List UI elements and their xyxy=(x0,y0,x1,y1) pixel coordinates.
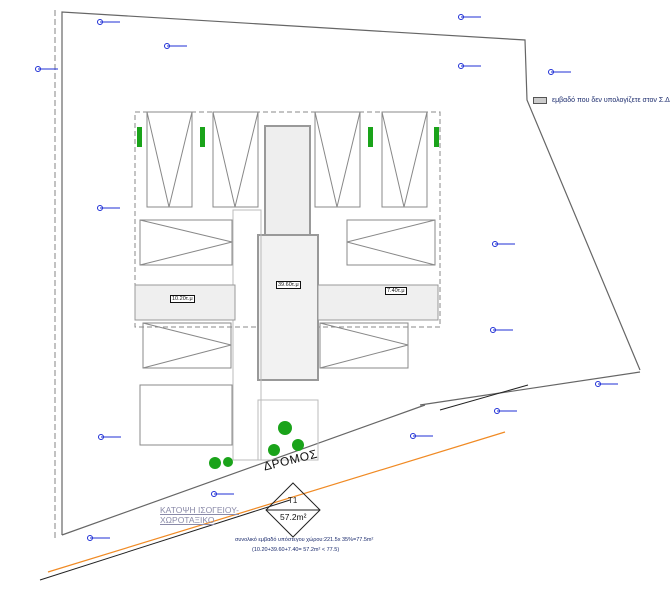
road-boundary-line xyxy=(39,499,291,581)
road-edge-line xyxy=(47,431,506,573)
legend-label: εμβαδό που δεν υπολογίζετε στον Σ.Δ xyxy=(552,97,670,104)
coefficient-id: T1 xyxy=(288,496,298,505)
road-boundary-line xyxy=(439,384,529,411)
planting xyxy=(137,127,439,469)
coefficient-diamond xyxy=(265,482,321,538)
coverage-note: συνολικό εμβαδό υπόστεγου χώρου:221.5x 3… xyxy=(235,537,374,543)
survey-markers xyxy=(35,14,618,541)
site-boundary xyxy=(54,10,641,540)
legend: εμβαδό που δεν υπολογίζετε στον Σ.Δ xyxy=(533,97,670,104)
area-label-left: 10.20τ.μ xyxy=(170,295,195,303)
area-label-center: 39.60τ.μ xyxy=(276,281,301,289)
plan-title-line2: ΧΩΡΟΤΑΞΙΚΟ xyxy=(160,515,215,525)
building xyxy=(134,111,441,461)
area-label-right: 7.40τ.μ xyxy=(385,287,407,295)
coverage-calculation: (10.20+39.60+7.40= 57.2m² < 77.5) xyxy=(252,547,340,553)
legend-swatch-icon xyxy=(533,97,547,104)
plan-title: ΚΑΤΟΨΗ ΙΣΟΓΕΙΟΥ- ΧΩΡΟΤΑΞΙΚΟ xyxy=(160,505,239,525)
parking-spaces xyxy=(139,111,436,446)
coefficient-value: 57.2m² xyxy=(280,512,307,522)
plan-title-line1: ΚΑΤΟΨΗ ΙΣΟΓΕΙΟΥ- xyxy=(160,505,239,515)
